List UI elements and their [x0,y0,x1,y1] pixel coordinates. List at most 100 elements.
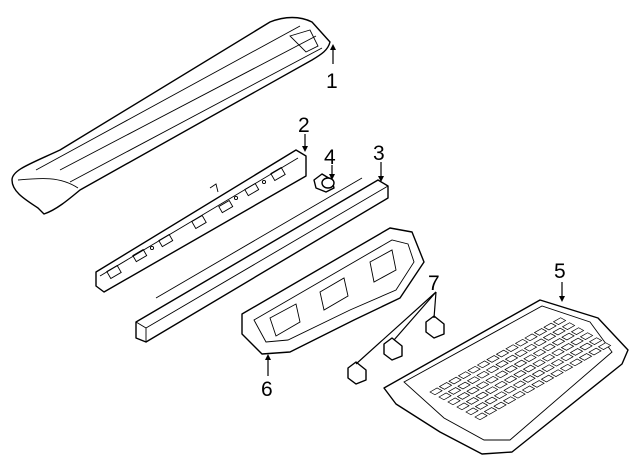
grille-cell [541,353,556,362]
grille-cell [474,412,488,421]
grille-cell [552,317,567,325]
grille-cell [523,354,537,362]
grille-cell [475,381,490,389]
grille-cell [503,375,518,384]
grille-cell [541,364,555,372]
grille-cell [543,322,557,331]
grille-cell [493,391,508,399]
part-2-circuit-board [95,149,307,293]
grille-cell [438,382,453,390]
grille-cell [522,364,537,373]
grille-cell [561,322,576,330]
grille-cell [531,380,545,388]
grille-cell [542,343,556,352]
grille-cell [531,369,546,378]
grille-cell [550,358,565,367]
grille-cell [523,343,538,352]
grille-cell [578,353,593,361]
part-5-reflector-grille [383,299,629,455]
callout-3: 3 [373,142,385,165]
grille-cell [552,327,566,336]
callout-labels: 1 2 4 3 5 7 6 [261,70,566,401]
grille-cell [475,391,489,400]
leader-lines [265,44,565,376]
callout-2: 2 [298,114,310,137]
grille-cell [533,338,547,347]
grille-cell [513,370,527,378]
grille-cell [476,370,490,379]
grille-cell [514,338,529,347]
grille-cell [466,376,481,384]
grille-cells [429,317,612,421]
grille-cell [485,375,499,384]
part-3-lens-strip [135,177,389,343]
callout-6: 6 [261,378,273,401]
callout-7: 7 [428,272,440,295]
grille-cell [494,380,508,389]
grille-cell [438,392,452,401]
grille-cell [561,332,575,341]
grille-cell [474,402,489,410]
grille-cell [570,337,584,346]
grille-cell [588,337,603,345]
grille-cell [484,386,499,394]
part-4-bulb [313,173,335,193]
callout-5: 5 [554,260,566,283]
grille-cell [465,407,479,416]
grille-cell [456,392,471,400]
grille-cell [457,381,471,390]
grille-cell [512,380,527,389]
grille-cell [569,348,584,356]
grille-cell [486,355,500,363]
grille-cell [457,371,472,379]
grille-cell [447,397,461,406]
part-6-socket-housing [241,227,425,355]
grille-cell [579,342,593,351]
grille-cell [522,375,536,383]
grille-cell [495,360,509,368]
grille-cell [533,328,548,336]
grille-cell [570,327,585,335]
grille-cell [502,396,517,404]
grille-cell [551,338,566,346]
grille-cell [466,386,480,395]
part-1-lamp-cover [11,16,331,215]
grille-cell [513,359,528,368]
grille-cell [521,385,536,394]
part-7-bulbs [347,315,445,385]
grille-cell [483,407,498,415]
grille-cell [503,385,517,394]
grille-cell [560,343,575,351]
grille-cell [560,353,574,362]
grille-cell [512,390,526,399]
grille-cell [495,349,510,358]
callout-1: 1 [326,70,338,93]
grille-cell [456,402,470,411]
grille-cell [597,342,612,350]
grille-cell [524,333,538,342]
grille-cell [493,401,507,410]
grille-cell [465,397,480,405]
grille-cell [540,374,555,383]
grille-cell [485,365,500,374]
grille-cell [504,365,518,373]
grille-cell [588,347,602,356]
grille-cell [429,387,443,396]
grille-cell [467,365,481,374]
grille-cell [559,363,574,372]
grille-cell [550,369,564,377]
grille-cell [579,332,594,340]
grille-cell [484,396,498,405]
grille-cell [448,376,462,385]
grille-cell [532,359,546,367]
grille-cell [505,344,519,352]
grille-cell [494,370,509,379]
callout-4: 4 [324,146,336,169]
grille-cell [532,348,547,357]
grille-cell [447,387,462,395]
grille-cell [551,348,565,357]
grille-cell [504,354,519,363]
grille-cell [569,358,583,367]
grille-cell [514,349,528,357]
